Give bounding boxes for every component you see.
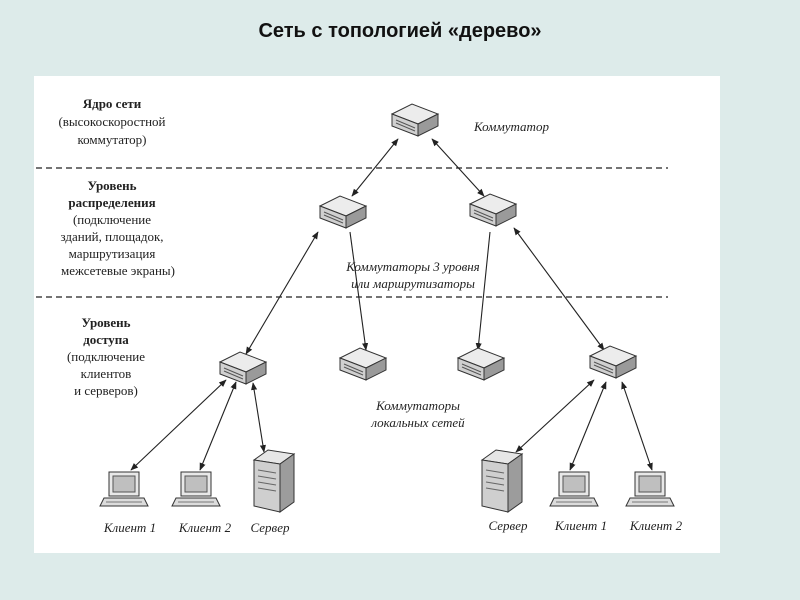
- link-access-left-server: [251, 382, 266, 453]
- level-distribution-desc: межсетевые экраны): [61, 263, 175, 278]
- level-distribution-desc: маршрутизация: [69, 246, 156, 261]
- link-access-right-client1: [569, 381, 607, 471]
- lan-switches-label: локальных сетей: [370, 415, 465, 430]
- server-icon: [253, 449, 295, 513]
- link-access-right-client2: [621, 381, 653, 471]
- level-core-desc: (высокоскоростной: [58, 114, 165, 129]
- level-distribution-desc: зданий, площадок,: [60, 229, 163, 244]
- lan-switch-left-icon: [339, 347, 387, 381]
- device-label: Сервер: [489, 518, 528, 533]
- link-dist-right-lan: [475, 231, 491, 351]
- device-label: Клиент 1: [554, 518, 607, 533]
- level-access-desc: и серверов): [74, 383, 138, 398]
- link-dist-right-access: [513, 227, 605, 351]
- access-switch-left-icon: [219, 351, 267, 385]
- lan-switch-right-icon: [457, 347, 505, 381]
- device-label: Клиент 2: [629, 518, 683, 533]
- core-switch-icon: [391, 103, 439, 137]
- level-access-desc: (подключение: [67, 349, 145, 364]
- level-access-title: доступа: [83, 332, 129, 347]
- link-core-dist-right: [431, 138, 485, 197]
- page-title: Сеть с топологией «дерево»: [258, 20, 542, 42]
- link-dist-left-lan: [349, 231, 369, 351]
- lan-switches-label: Коммутаторы: [375, 398, 460, 413]
- level-distribution: Уровень распределения (подключение здани…: [60, 178, 175, 278]
- level-core: Ядро сети (высокоскоростной коммутатор): [58, 96, 165, 147]
- link-core-dist-left: [351, 138, 399, 197]
- level-distribution-title: распределения: [68, 195, 155, 210]
- level-access: Уровень доступа (подключение клиентов и …: [67, 315, 145, 398]
- link-dist-left-access: [245, 231, 319, 355]
- client-computer-icon: [549, 471, 599, 507]
- level-access-title: Уровень: [81, 315, 130, 330]
- client-computer-icon: [625, 471, 675, 507]
- distribution-switch-left-icon: [319, 195, 367, 229]
- client-computer-icon: [171, 471, 221, 507]
- device-label: Сервер: [251, 520, 290, 535]
- device-label: Клиент 2: [178, 520, 232, 535]
- link-access-left-client2: [199, 381, 237, 471]
- level-core-desc: коммутатор): [78, 132, 147, 147]
- l3-switches-label: или маршрутизаторы: [351, 276, 475, 291]
- level-distribution-desc: (подключение: [73, 212, 151, 227]
- server-icon: [481, 449, 523, 513]
- level-access-desc: клиентов: [81, 366, 132, 381]
- level-core-title: Ядро сети: [83, 96, 142, 111]
- level-distribution-title: Уровень: [87, 178, 136, 193]
- distribution-switch-right-icon: [469, 193, 517, 227]
- l3-switches-label: Коммутаторы 3 уровня: [345, 259, 479, 274]
- access-switch-right-icon: [589, 345, 637, 379]
- client-computer-icon: [99, 471, 149, 507]
- core-switch-label: Коммутатор: [473, 119, 549, 134]
- link-access-left-client1: [130, 379, 227, 471]
- device-label: Клиент 1: [103, 520, 156, 535]
